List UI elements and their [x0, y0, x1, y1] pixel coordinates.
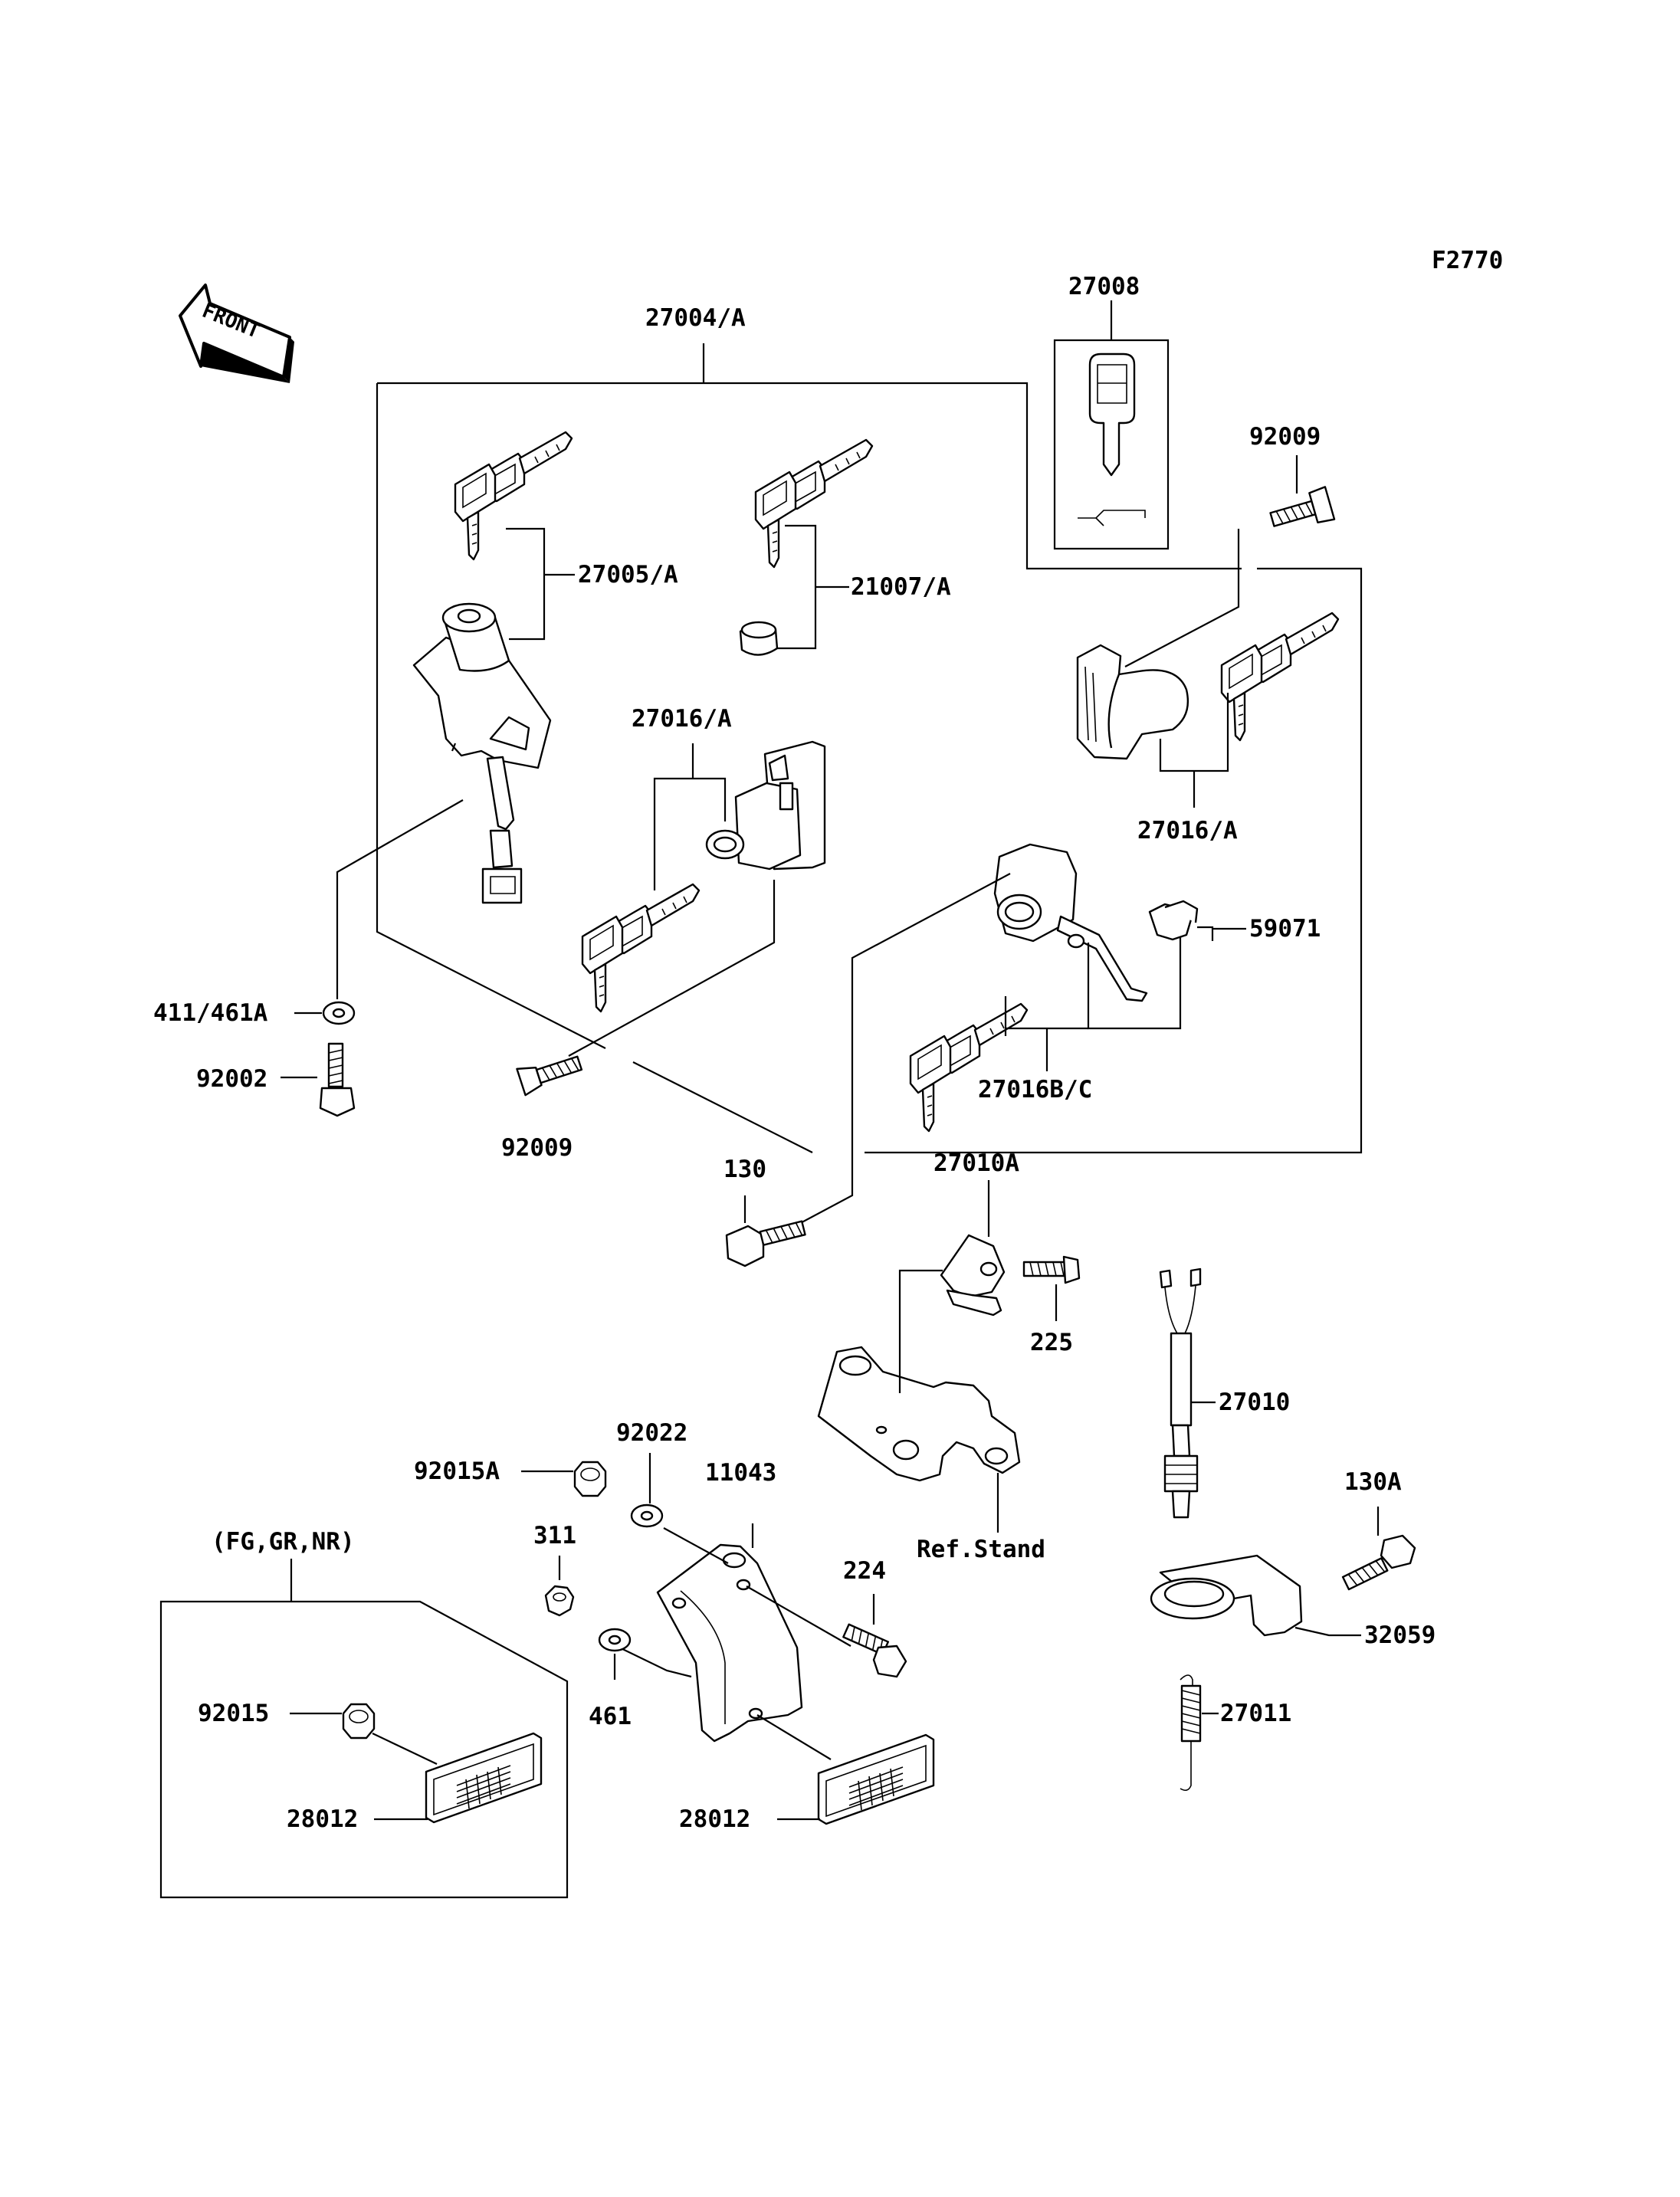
- label-32059: 32059: [1364, 1622, 1436, 1649]
- helmet-lock-27016A-right: [1076, 613, 1338, 760]
- label-224: 224: [843, 1557, 886, 1585]
- leader-59071: [1197, 926, 1246, 941]
- washer-461: [598, 1628, 632, 1652]
- clip-59071: [1148, 900, 1199, 941]
- label-92009-top: 92009: [1249, 423, 1321, 451]
- label-92002: 92002: [196, 1065, 267, 1093]
- label-28012-left: 28012: [287, 1805, 358, 1833]
- bolt-130: [725, 1220, 806, 1267]
- leader-27016A-to-92009: [568, 880, 776, 1057]
- label-225: 225: [1030, 1329, 1073, 1356]
- seat-lock-27016BC: [911, 843, 1148, 1131]
- leader-92015-to-reflector: [372, 1733, 438, 1765]
- label-27010: 27010: [1219, 1389, 1290, 1416]
- leader-seatlock-to-130: [783, 873, 1011, 1233]
- label-27016BC: 27016B/C: [978, 1076, 1092, 1103]
- lock-cylinder-21007A: [739, 440, 872, 656]
- label-27016A-right: 27016/A: [1137, 817, 1238, 844]
- label-27016A-left: 27016/A: [632, 705, 732, 733]
- bolt-225: [1022, 1255, 1081, 1321]
- label-92015: 92015: [198, 1700, 269, 1727]
- label-92015A: 92015A: [414, 1458, 500, 1485]
- label-27011: 27011: [1220, 1700, 1291, 1727]
- label-461: 461: [589, 1703, 632, 1730]
- clamp-bracket-32059: [1150, 1554, 1303, 1637]
- leader-27016A-left: [653, 777, 727, 890]
- spring-27011: [1180, 1674, 1202, 1792]
- label-92009-bottom: 92009: [501, 1134, 573, 1162]
- screw-92009-bottom: [516, 1055, 583, 1097]
- leader-27005A: [506, 527, 546, 641]
- label-27004A: 27004/A: [645, 304, 746, 332]
- label-28012-right: 28012: [679, 1805, 750, 1833]
- label-11043: 11043: [705, 1459, 776, 1487]
- bolt-130A: [1341, 1507, 1416, 1591]
- label-21007A: 21007/A: [851, 573, 951, 601]
- leader-32059: [1294, 1626, 1361, 1637]
- stand-switch-wire-27010: [1159, 1267, 1202, 1519]
- label-27010A: 27010A: [934, 1149, 1019, 1177]
- label-27008: 27008: [1068, 273, 1140, 300]
- label-130A: 130A: [1344, 1468, 1402, 1496]
- key-card-27008: [1053, 300, 1170, 550]
- leader-21007A: [777, 524, 817, 650]
- bracket-11043: [612, 1523, 851, 1760]
- assembly-outline: [376, 343, 1363, 1154]
- washer-411-461A: [322, 1001, 356, 1025]
- washer-92022: [630, 1503, 664, 1528]
- nut-311: [544, 1556, 575, 1617]
- label-ref-stand: Ref.Stand: [917, 1536, 1045, 1563]
- helmet-lock-27016A-left: [582, 740, 826, 1012]
- screw-92009-top: [1124, 455, 1336, 667]
- label-FG-GR-NR: (FG,GR,NR): [212, 1528, 355, 1556]
- reflector-28012-right: [817, 1733, 935, 1825]
- bolt-224: [842, 1594, 907, 1678]
- nut-92015: [342, 1703, 376, 1740]
- label-92022: 92022: [616, 1419, 687, 1447]
- label-311: 311: [533, 1522, 576, 1549]
- label-59071: 59071: [1249, 915, 1321, 943]
- label-411-461A: 411/461A: [153, 999, 268, 1027]
- variant-box-FG-GR-NR: [159, 1559, 569, 1899]
- side-stand-bracket: [817, 1269, 1021, 1533]
- nut-92015A: [573, 1461, 607, 1497]
- label-130: 130: [724, 1156, 766, 1183]
- leader-switch-to-411: [336, 799, 464, 999]
- reflector-28012-left: [425, 1732, 543, 1824]
- leader-27016BC-b: [1087, 932, 1182, 1030]
- figure-code: F2770: [1432, 247, 1503, 274]
- front-arrow-icon: FRONT: [179, 284, 294, 383]
- label-27005A: 27005/A: [578, 561, 678, 589]
- ignition-switch-27005A: [412, 432, 572, 904]
- side-stand-switch-27010A: [940, 1180, 1006, 1317]
- bolt-92002: [319, 1042, 356, 1117]
- leader-27016BC-c: [1006, 1027, 1088, 1071]
